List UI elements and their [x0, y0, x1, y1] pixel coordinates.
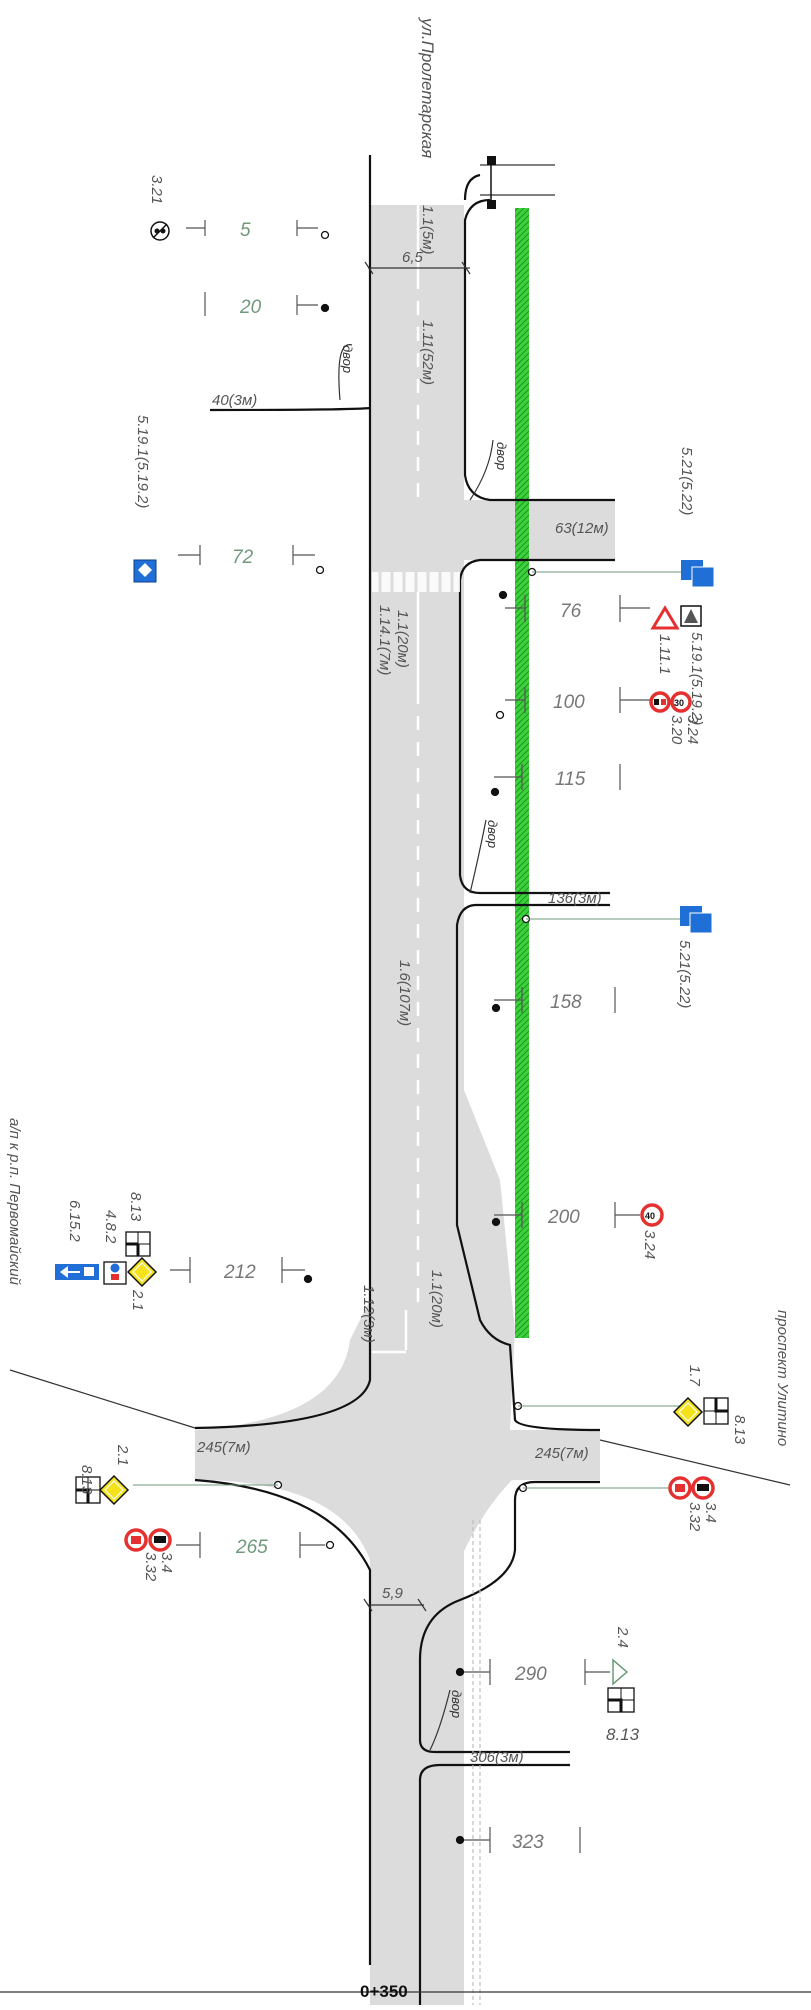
- junction-label: 40(3м): [212, 392, 257, 409]
- direction-of-main-road-plate-icon: [125, 1231, 151, 1257]
- residential-zone-sign-icon: [681, 560, 715, 588]
- marking-label: 1.1(5м): [419, 205, 436, 254]
- picket-value: 72: [232, 547, 254, 568]
- chainage-label: 0+350: [360, 1982, 408, 2001]
- main-road-sign-icon: [126, 1256, 158, 1288]
- picket-markers: 5 20 72 76 100 115 158 200 212: [170, 220, 650, 1853]
- no-overtaking-end-sign-icon: [150, 221, 170, 241]
- sign-label: 8.13: [731, 1415, 748, 1445]
- road-markings: [372, 205, 460, 1354]
- sign-label: 8.13: [606, 1725, 640, 1744]
- width-label: 6,5: [402, 249, 424, 266]
- pedestrian-crossing-sign-icon: [133, 559, 157, 583]
- no-trucks-sign-icon: [691, 1476, 715, 1500]
- driveway-label: двор: [449, 1690, 464, 1718]
- speed-limit-30-sign-icon: 30: [670, 691, 692, 713]
- crosswalk: [372, 572, 460, 592]
- marking-labels: 1.1(5м) 1.11(52м) 1.1(20м) 1.14.1(7м) 1.…: [360, 205, 445, 1343]
- sign-posts: [133, 230, 690, 1845]
- picket-value: 323: [512, 1832, 544, 1853]
- width-dimension-bottom: 5,9: [363, 1585, 427, 1612]
- width-dimension-top: 6,5: [364, 249, 471, 275]
- picket-value: 158: [550, 992, 582, 1013]
- no-hazardous-goods-sign-icon: [668, 1476, 692, 1500]
- junction-label: 306(3м): [470, 1749, 524, 1766]
- junction-label: 63(12м): [555, 520, 609, 537]
- sign-label: 3.24: [641, 1230, 658, 1259]
- marking-label: 1.1(20м): [428, 1270, 445, 1328]
- sign-label: 1.7: [686, 1365, 703, 1387]
- speed-limit-value: 40: [645, 1211, 655, 1221]
- sign-label: 6.15.2: [66, 1200, 83, 1242]
- yield-sign-icon: [612, 1658, 629, 1686]
- detour-direction-sign-icon: [55, 1264, 99, 1280]
- marking-label: 1.11(52м): [419, 320, 436, 385]
- junction-label: 245(7м): [534, 1445, 589, 1462]
- marking-label: 1.14.1(7м): [376, 605, 393, 675]
- sign-label: 5.19.1(5.19.2): [134, 415, 151, 508]
- direction-of-main-road-plate-icon: [607, 1687, 635, 1713]
- sign-label: 8.13: [78, 1465, 95, 1495]
- picket-value: 20: [239, 297, 262, 318]
- marking-label: 1.1(20м): [394, 610, 411, 668]
- traffic-light-icon: [487, 156, 496, 209]
- hazardous-goods-direction-sign-icon: [103, 1261, 127, 1285]
- no-hazardous-goods-sign-icon: [124, 1528, 148, 1552]
- curb-lines: [0, 155, 811, 2005]
- speed-limit-40-sign-icon: 40: [640, 1203, 664, 1227]
- no-overtaking-sign-icon: [649, 691, 671, 713]
- sign-label: 5.21(5.22): [676, 940, 693, 1008]
- speed-limit-value: 30: [674, 698, 684, 708]
- width-label: 5,9: [382, 1585, 404, 1602]
- picket-value: 76: [560, 601, 582, 622]
- pedestrian-crossing-sign-icon: [680, 605, 702, 627]
- direction-of-main-road-plate-icon: [703, 1397, 729, 1425]
- street-name-pervomaysky: а/п к р.п. Первомайский: [6, 1118, 23, 1286]
- sign-label: 8.13: [127, 1192, 144, 1222]
- main-road-sign-icon: [98, 1474, 130, 1506]
- picket-value: 5: [240, 220, 251, 241]
- sign-label: 4.8.2: [102, 1210, 119, 1244]
- residential-zone-sign-icon: [680, 906, 713, 934]
- junction-label: 245(7м): [196, 1439, 251, 1456]
- sign-label: 3.4: [702, 1502, 719, 1523]
- dangerous-bend-sign-icon: [650, 605, 680, 630]
- picket-value: 200: [547, 1207, 580, 1228]
- marking-label: 1.6(107м): [396, 960, 413, 1026]
- sign-label: 3.32: [686, 1502, 703, 1532]
- picket-value: 212: [223, 1262, 256, 1283]
- junction-labels: 40(3м) 63(12м) 136(3м) 245(7м) 245(7м) 3…: [196, 392, 609, 1766]
- no-trucks-sign-icon: [148, 1528, 172, 1552]
- junction-label: 136(3м): [548, 890, 602, 907]
- sign-label: 5.19.1(5.19.2): [688, 632, 705, 725]
- sign-label: 2.4: [614, 1626, 631, 1648]
- sign-label: 3.21: [148, 175, 165, 204]
- sign-label: 3.24: [684, 715, 701, 744]
- street-name-proletarskaya: ул.Пролетарская: [418, 17, 437, 158]
- picket-value: 290: [514, 1664, 547, 1685]
- sign-label: 3.32: [142, 1552, 159, 1582]
- driveway-label: двор: [485, 820, 500, 848]
- sign-label: 3.20: [668, 715, 685, 745]
- street-name-ulitino: проспект Улитино: [774, 1310, 791, 1446]
- sign-label: 3.4: [158, 1552, 175, 1573]
- carriageway: [195, 205, 615, 2005]
- driveway-labels: двор двор двор двор: [338, 344, 509, 1751]
- picket-value: 100: [553, 692, 585, 713]
- sign-label: 2.1: [129, 1289, 146, 1311]
- sign-label: 5.21(5.22): [678, 447, 695, 515]
- marking-label: 1.12(3м): [360, 1285, 377, 1343]
- picket-value: 115: [555, 769, 586, 790]
- driveway-label: двор: [340, 345, 355, 373]
- sign-label: 2.1: [114, 1444, 131, 1466]
- sign-label: 1.11.1: [656, 634, 673, 675]
- main-road-sign-icon: [672, 1396, 704, 1428]
- driveway-label: двор: [494, 442, 509, 470]
- picket-value: 265: [235, 1537, 268, 1558]
